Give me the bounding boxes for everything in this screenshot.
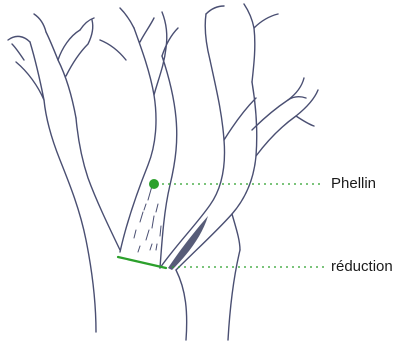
- far-right-branch-inner: [252, 78, 304, 130]
- center-limb-right-edge: [160, 56, 177, 268]
- right-mid-branch: [224, 98, 256, 140]
- center-limb-left-edge: [120, 28, 156, 252]
- left-trunk-outline: [44, 100, 96, 332]
- trunk-shadow: [168, 216, 208, 270]
- center-fork-twigs: [100, 18, 154, 60]
- center-fork-a: [154, 12, 167, 95]
- reduction-label: réduction: [331, 259, 393, 274]
- right-limb-twigs: [206, 6, 278, 28]
- right-trunk-lower: [176, 250, 240, 340]
- left-upper-branch: [58, 20, 93, 76]
- phellin-marker: [149, 179, 159, 189]
- far-left-twig: [8, 36, 30, 60]
- left-limb-outline: [16, 42, 44, 100]
- left-top-twig: [34, 14, 94, 32]
- center-fork-b: [120, 8, 178, 56]
- left-limb-inner: [46, 32, 76, 118]
- phellin-label: Phellin: [331, 176, 376, 191]
- reduction-cut-marker: [118, 257, 166, 268]
- bark-hatching: [134, 186, 161, 252]
- right-trunk-bark: [232, 214, 240, 250]
- left-trunk-inner: [76, 118, 120, 250]
